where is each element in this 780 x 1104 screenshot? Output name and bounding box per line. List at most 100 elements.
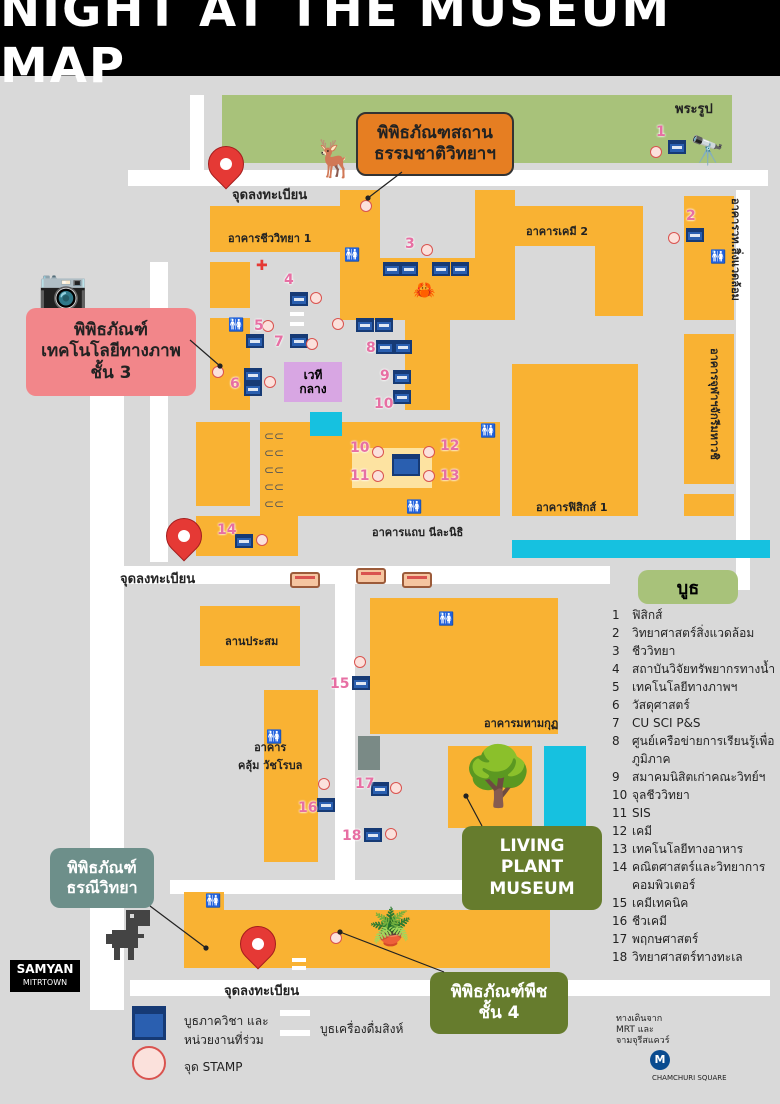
booth-icon[interactable] <box>290 292 308 306</box>
grey-block <box>358 736 380 770</box>
building-small-right <box>684 494 734 516</box>
booth-number: 11 <box>350 468 370 484</box>
building-bio1 <box>210 206 340 252</box>
stamp-point[interactable] <box>390 782 402 794</box>
drink-booth-icon <box>290 312 304 316</box>
booth-icon[interactable] <box>244 382 262 396</box>
legend-item-number: 11 <box>612 806 628 820</box>
booth-icon[interactable] <box>400 262 418 276</box>
booth-icon[interactable] <box>668 140 686 154</box>
callout-natural-history[interactable]: พิพิธภัณฑสถาน ธรรมชาติวิทยาฯ <box>356 112 514 176</box>
booth-icon[interactable] <box>393 390 411 404</box>
building-klum <box>264 690 318 862</box>
booth-icon[interactable] <box>352 676 370 690</box>
road-right-vertical <box>736 190 750 590</box>
booth-icon[interactable] <box>451 262 469 276</box>
label-register-1: จุดลงทะเบียน <box>232 188 308 203</box>
stamp-point[interactable] <box>372 470 384 482</box>
booth-number: 12 <box>440 438 460 454</box>
food-truck-icon <box>356 568 386 584</box>
restroom-icon: 🚻 <box>406 500 423 515</box>
legend-item-label: วิทยาศาสตร์สิ่งแวดล้อม <box>632 626 755 640</box>
legend-item-number: 2 <box>612 626 620 640</box>
booth-icon[interactable] <box>375 318 393 332</box>
crab-icon: 🦀 <box>413 280 436 301</box>
booth-icon[interactable] <box>393 370 411 384</box>
stamp-point[interactable] <box>262 320 274 332</box>
label-register-3: จุดลงทะเบียน <box>224 984 300 999</box>
stamp-point[interactable] <box>385 828 397 840</box>
callout-photo-museum[interactable]: พิพิธภัณฑ์ เทคโนโลยีทางภาพ ชั้น 3 <box>26 308 196 396</box>
legend-item-number: 1 <box>612 608 620 622</box>
stamp-point[interactable] <box>650 146 662 158</box>
stamp-point[interactable] <box>423 446 435 458</box>
legend-title-text: บูธ <box>676 577 700 599</box>
dinosaur-icon <box>104 910 156 966</box>
stamp-point[interactable] <box>318 778 330 790</box>
seating-icons: ⊂⊂⊂⊂⊂⊂⊂⊂⊂⊂ <box>264 429 285 511</box>
booth-icon[interactable] <box>244 368 262 382</box>
legend-item-number: 14 <box>612 860 628 874</box>
telescope-icon: 🔭 <box>690 134 725 167</box>
stamp-point[interactable] <box>421 244 433 256</box>
booth-number: 5 <box>254 318 264 334</box>
stamp-point[interactable] <box>372 446 384 458</box>
stamp-point[interactable] <box>668 232 680 244</box>
booth-icon[interactable] <box>356 318 374 332</box>
stamp-point[interactable] <box>360 200 372 212</box>
booth-icon[interactable] <box>376 340 394 354</box>
legend-item-label: CU SCI P&S <box>632 716 701 730</box>
road-top <box>128 170 768 186</box>
samyan-sub-text: MITRTOWN <box>22 978 68 987</box>
legend-item-label: เทคโนโลยีทางภาพฯ <box>632 680 738 694</box>
restroom-icon: 🚻 <box>344 248 361 263</box>
legend-item: 6 วัสดุศาสตร์ <box>612 696 780 714</box>
label-phys1: อาคารฟิสิกส์ 1 <box>536 501 608 514</box>
building-mahamakut <box>370 598 558 734</box>
legend-item-label: วัสดุศาสตร์ <box>632 698 690 712</box>
callout-living-plant[interactable]: LIVING PLANT MUSEUM <box>462 826 602 910</box>
legend-item-number: 3 <box>612 644 620 658</box>
central-stage: เวที กลาง <box>284 362 342 402</box>
booth-number: 13 <box>440 468 460 484</box>
samyan-logo: SAMYAN MITRTOWN <box>10 960 80 992</box>
pool-small <box>310 412 342 436</box>
building-chem2-b <box>475 190 515 320</box>
first-aid-icon: ✚ <box>256 258 268 274</box>
callout-plant-museum[interactable]: พิพิธภัณฑ์พืช ชั้น 4 <box>430 972 568 1034</box>
stamp-point[interactable] <box>330 932 342 944</box>
legend-item-label: คณิตศาสตร์และวิทยาการคอมพิวเตอร์ <box>632 860 766 892</box>
restroom-icon: 🚻 <box>228 318 245 333</box>
booth-icon[interactable] <box>246 334 264 348</box>
legend-item-label: สมาคมนิสิตเก่าคณะวิทย์ฯ <box>632 770 766 784</box>
booth-icon[interactable] <box>371 782 389 796</box>
road-lower-horizontal <box>170 880 470 894</box>
stamp-point[interactable] <box>310 292 322 304</box>
booth-icon[interactable] <box>235 534 253 548</box>
callout-geology-museum[interactable]: พิพิธภัณฑ์ ธรณีวิทยา <box>50 848 154 908</box>
label-phra-rup: พระรูป <box>675 102 713 117</box>
stamp-point[interactable] <box>264 376 276 388</box>
stamp-point[interactable] <box>306 338 318 350</box>
booth-number: 10 <box>374 396 394 412</box>
booth-icon[interactable] <box>432 262 450 276</box>
restroom-icon: 🚻 <box>710 250 727 265</box>
booth-icon[interactable] <box>317 798 335 812</box>
building-chem2-c <box>515 206 643 246</box>
booth-icon[interactable] <box>394 340 412 354</box>
legend-title: บูธ <box>638 570 738 604</box>
stamp-point[interactable] <box>256 534 268 546</box>
legend-item-number: 6 <box>612 698 620 712</box>
stamp-point[interactable] <box>354 656 366 668</box>
callout-photo-text: พิพิธภัณฑ์ เทคโนโลยีทางภาพ ชั้น 3 <box>41 320 181 383</box>
central-booth[interactable] <box>392 454 420 476</box>
stamp-point[interactable] <box>423 470 435 482</box>
booth-icon[interactable] <box>686 228 704 242</box>
stamp-point[interactable] <box>332 318 344 330</box>
label-taeb: อาคารแถบ นีละนิธิ <box>372 526 464 539</box>
booth-icon[interactable] <box>364 828 382 842</box>
